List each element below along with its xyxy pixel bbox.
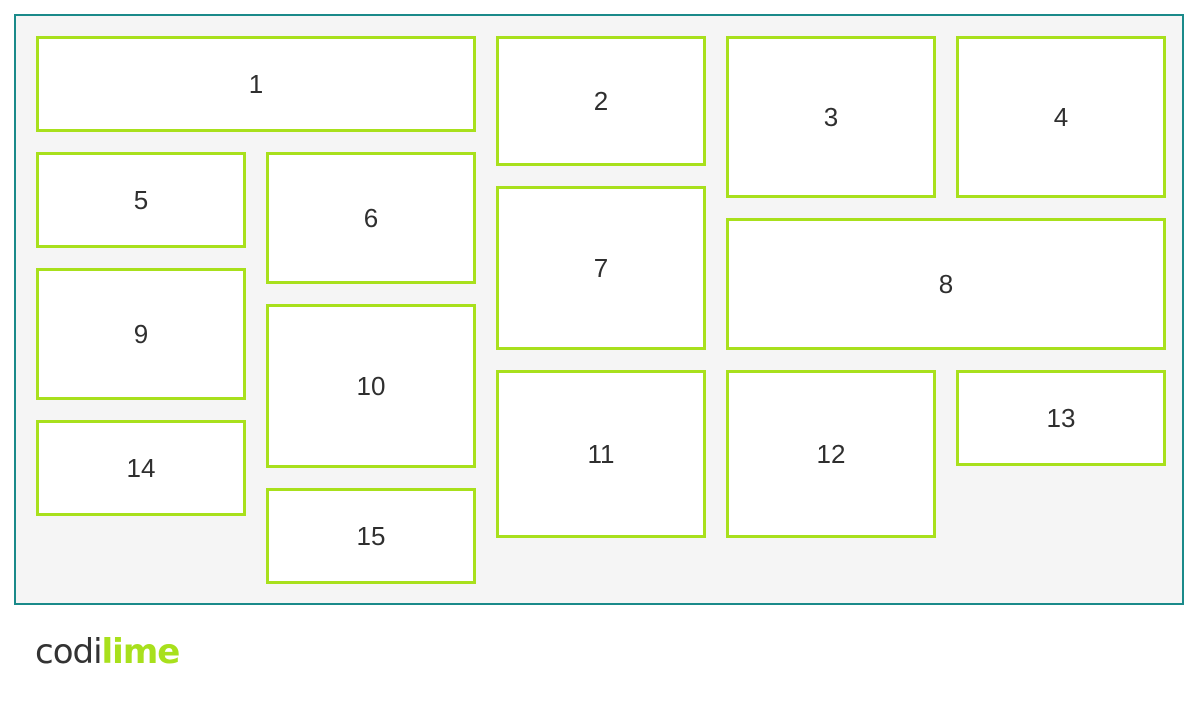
tile-9: 9 xyxy=(36,268,246,400)
tile-8-label: 8 xyxy=(938,268,954,299)
tile-10: 10 xyxy=(266,304,476,468)
tile-4: 4 xyxy=(956,36,1166,198)
logo-text-codi: codi xyxy=(35,632,103,672)
tile-10-label: 10 xyxy=(356,370,386,401)
tile-4-label: 4 xyxy=(1053,101,1069,132)
logo-text-lime: lime xyxy=(101,632,181,672)
tile-6-label: 6 xyxy=(363,202,379,233)
grid-container: 1 2 3 4 5 6 7 8 9 10 11 12 13 14 15 xyxy=(14,14,1184,605)
tile-1-label: 1 xyxy=(248,68,264,99)
tile-2-label: 2 xyxy=(593,85,609,116)
tile-8: 8 xyxy=(726,218,1166,350)
tile-7: 7 xyxy=(496,186,706,350)
tile-13: 13 xyxy=(956,370,1166,466)
tile-11: 11 xyxy=(496,370,706,538)
tile-6: 6 xyxy=(266,152,476,284)
codilime-logo: codilime xyxy=(35,632,181,672)
tile-9-label: 9 xyxy=(133,318,149,349)
tile-12-label: 12 xyxy=(816,438,846,469)
tile-14-label: 14 xyxy=(126,452,156,483)
tile-1: 1 xyxy=(36,36,476,132)
tile-13-label: 13 xyxy=(1046,402,1076,433)
tile-5: 5 xyxy=(36,152,246,248)
tile-3: 3 xyxy=(726,36,936,198)
tile-7-label: 7 xyxy=(593,252,609,283)
tile-2: 2 xyxy=(496,36,706,166)
tile-12: 12 xyxy=(726,370,936,538)
tile-15: 15 xyxy=(266,488,476,584)
tile-14: 14 xyxy=(36,420,246,516)
tile-15-label: 15 xyxy=(356,520,386,551)
tile-5-label: 5 xyxy=(133,184,149,215)
tile-3-label: 3 xyxy=(823,101,839,132)
tile-11-label: 11 xyxy=(587,438,615,469)
